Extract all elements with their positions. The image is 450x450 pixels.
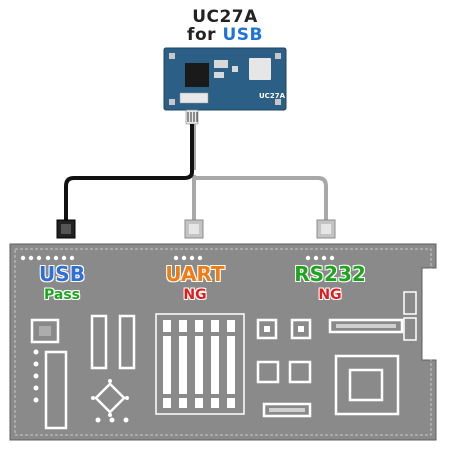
module-pins [185, 109, 199, 125]
inactive-cables [192, 124, 328, 220]
active-cable [64, 124, 194, 220]
rs232-port-label: RS232 [294, 262, 366, 286]
subtitle-prefix: for [187, 25, 223, 45]
memory-slots [155, 313, 245, 415]
usb-port-label: USB [39, 262, 85, 286]
diagram-subtitle: for USB [0, 25, 450, 45]
board-label: UC27A [259, 92, 286, 100]
subtitle-usb: USB [222, 25, 263, 45]
uc27a-module: UC27A [163, 47, 287, 111]
uart-status-label: NG [183, 287, 207, 303]
rs232-status-label: NG [318, 287, 342, 303]
rs232-plug [316, 219, 336, 239]
usb-plug [56, 219, 76, 239]
usb-status-label: Pass [44, 287, 80, 303]
chip-icon [185, 63, 209, 87]
processor-icon [334, 354, 400, 416]
diagram-title: UC27A [192, 7, 258, 27]
chip-square-icon [30, 318, 60, 344]
module-connector [179, 92, 209, 104]
cpu-icon [91, 379, 129, 417]
motherboard [9, 243, 437, 441]
uart-port-label: UART [165, 262, 225, 286]
uart-plug [184, 219, 204, 239]
